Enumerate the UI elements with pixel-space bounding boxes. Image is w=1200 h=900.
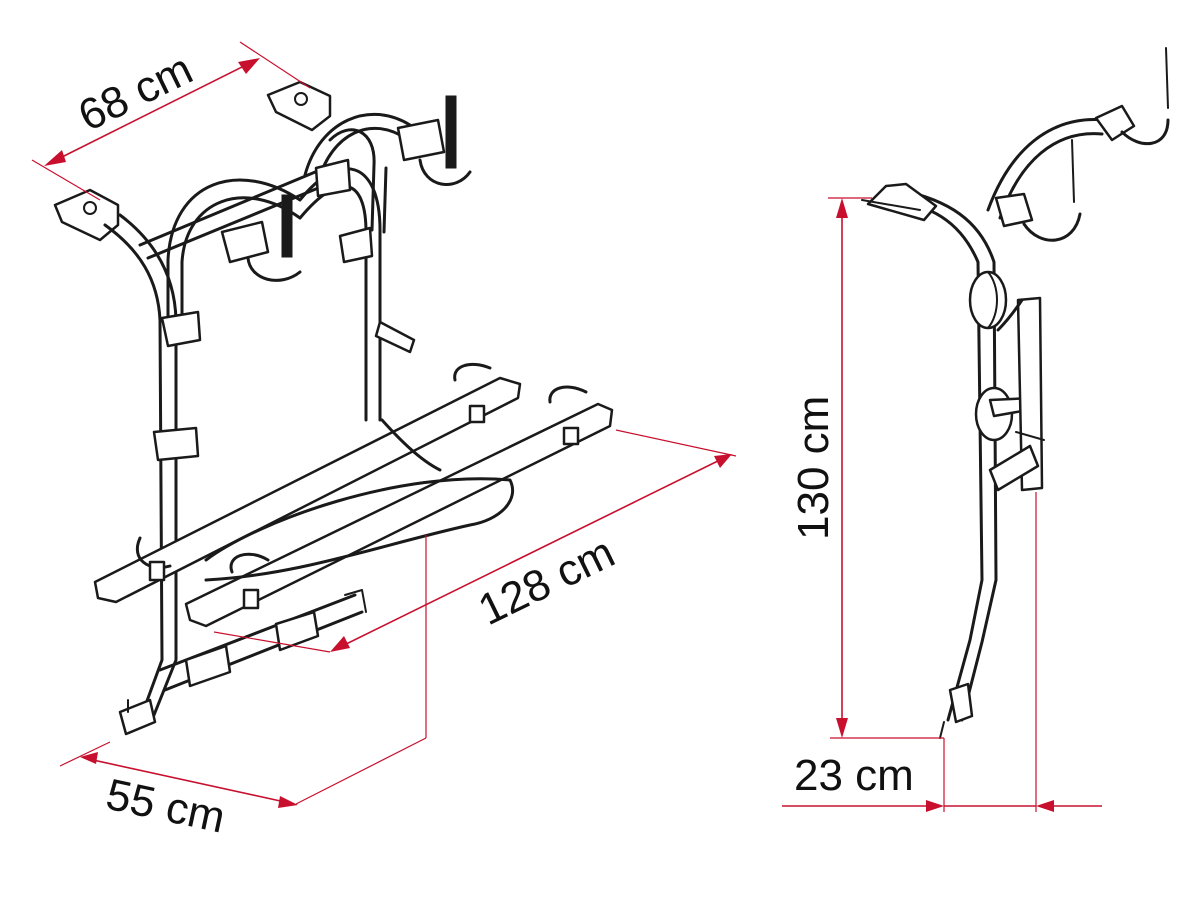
frame-holder-left <box>220 194 302 282</box>
side-top-bracket <box>861 182 938 222</box>
top-left-bracket <box>53 188 120 242</box>
offset-label: 23 cm <box>794 751 914 800</box>
dimension-offset: 23 cm <box>782 492 1102 812</box>
top-right-bracket <box>266 80 332 132</box>
side-bottom-foot <box>939 682 974 739</box>
bike-rail-rear <box>184 385 614 628</box>
top-crossbar <box>138 168 330 260</box>
depth-bottom-label: 55 cm <box>102 770 229 843</box>
frame-holder-right <box>396 95 472 186</box>
width-top-label: 68 cm <box>71 44 200 141</box>
height-label: 130 cm <box>789 396 838 540</box>
side-main-tube <box>883 188 998 722</box>
strap-icon <box>445 95 457 169</box>
left-main-tube <box>103 213 178 722</box>
rail-length-label: 128 cm <box>471 528 622 635</box>
dimension-height: 130 cm <box>789 197 944 739</box>
side-frame-holder <box>994 139 1082 242</box>
rack-side-view <box>861 47 1170 739</box>
side-rail-profile <box>988 296 1045 492</box>
bottom-foot <box>118 698 157 736</box>
upright-clamps <box>152 158 416 462</box>
dimension-width-top: 68 cm <box>31 41 311 201</box>
center-arch-tube <box>166 167 382 422</box>
rack-perspective-view <box>53 80 614 736</box>
rail-support <box>204 418 515 582</box>
strap-icon <box>281 194 293 258</box>
bottom-crossbar <box>158 589 367 692</box>
side-round-clamp-top <box>968 270 1008 330</box>
side-top-hook <box>1094 47 1170 146</box>
bike-rail-front <box>93 363 522 604</box>
